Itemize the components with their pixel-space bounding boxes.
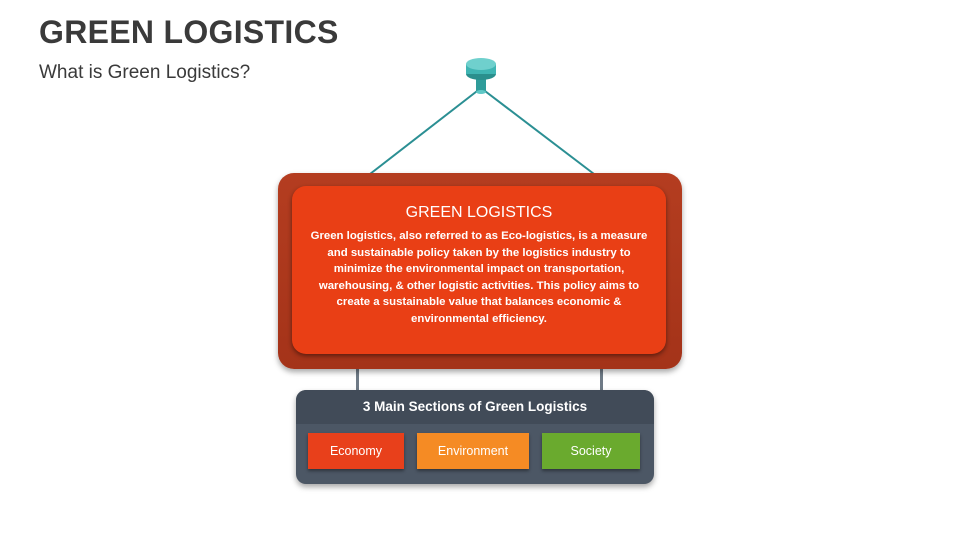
sections-header: 3 Main Sections of Green Logistics: [296, 390, 654, 424]
sign-description: Green logistics, also referred to as Eco…: [310, 230, 648, 325]
page-title: GREEN LOGISTICS: [39, 14, 339, 50]
hanging-string-left: [369, 87, 482, 175]
sign-heading: GREEN LOGISTICS: [405, 204, 553, 221]
push-pin-icon: [466, 58, 496, 94]
section-tile-society: Society: [542, 433, 640, 469]
section-tile-environment: Environment: [417, 433, 529, 469]
page-subtitle: What is Green Logistics?: [39, 62, 251, 83]
connector-post-right: [600, 369, 603, 391]
definition-sign: GREEN LOGISTICS Green logistics, also re…: [278, 173, 682, 369]
hanging-string-right: [480, 87, 595, 175]
main-sections-panel: 3 Main Sections of Green Logistics Econo…: [296, 390, 654, 484]
definition-sign-face: GREEN LOGISTICS Green logistics, also re…: [292, 186, 666, 354]
connector-post-left: [356, 369, 359, 391]
section-tile-economy: Economy: [308, 433, 404, 469]
